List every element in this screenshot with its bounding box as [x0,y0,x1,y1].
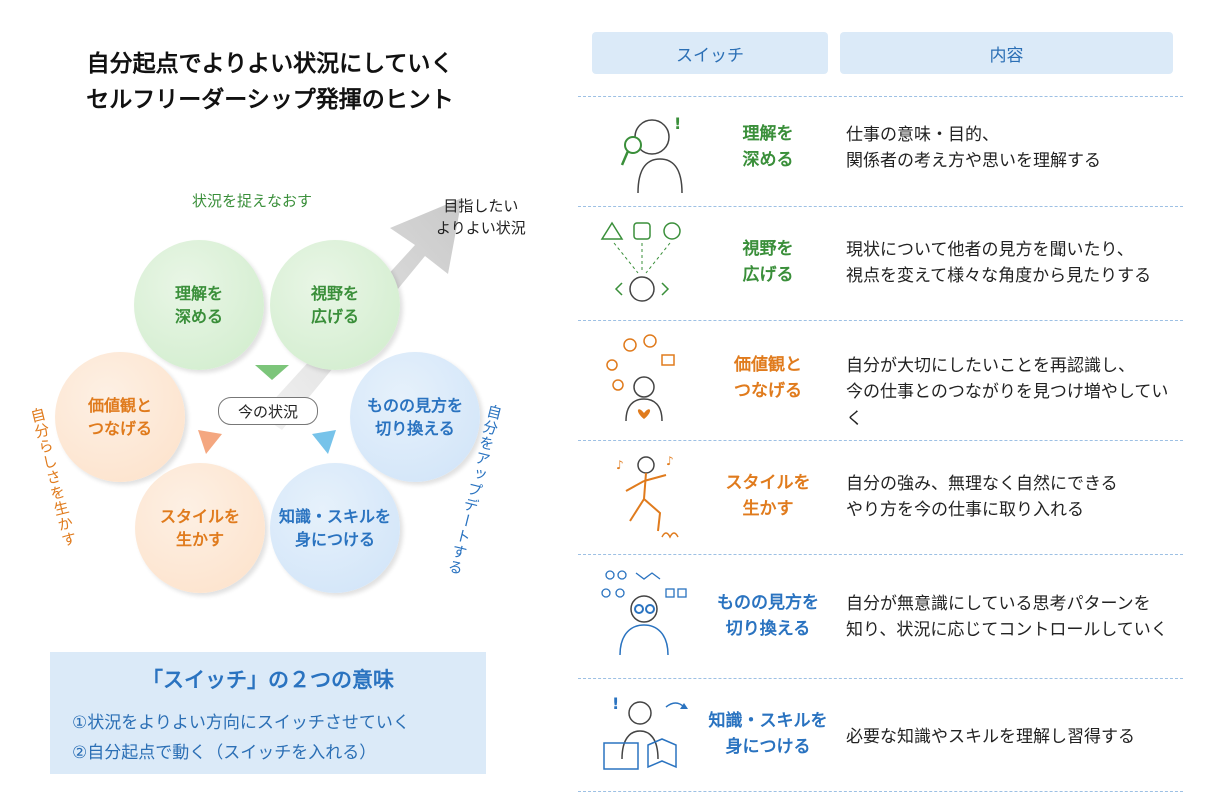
triangle-green-icon [255,365,289,380]
triangle-orange-icon [198,430,222,454]
table-header-content: 内容 [840,32,1173,74]
page-title-line1: 自分起点でよりよい状況にしていく [86,51,454,77]
row-content-text: 現状について他者の見方を聞いたり、 視点を変えて様々な角度から見たりする [846,240,1152,287]
circle-connect-values: 価値観と つなげる [55,352,185,482]
table-row: 価値観と つなげる 自分が大切にしたいことを再認識し、 今の仕事とのつながりを見… [578,320,1183,441]
current-situation-label: 今の状況 [218,397,318,425]
switch-meaning-box: 「スイッチ」の２つの意味 ①状況をよりよい方向にスイッチさせていく ②自分起点で… [50,652,486,774]
row-switch-label: ものの見方を 切り換える [717,593,819,639]
multiple-viewpoints-icon [600,221,681,302]
circle-deepen-understanding: 理解を 深める [134,240,264,370]
circle-use-style: スタイルを 生かす [135,463,265,593]
reframe-label: 状況を捉えなおす [192,192,313,210]
circle-broaden-view: 視野を 広げる [270,240,400,370]
magnifier-thinking-person-icon: ! [620,114,683,194]
meaning-item-1: ①状況をよりよい方向にスイッチさせていく [72,713,410,733]
table-header-switch: スイッチ [592,32,828,74]
meaning-box-title: 「スイッチ」の２つの意味 [142,668,394,692]
glasses-switch-person-icon [601,570,687,656]
svg-text:!: ! [674,114,681,133]
meaning-item-2: ②自分起点で動く（スイッチを入れる） [72,743,377,763]
table-row: ! 知識・スキルを 身につける 必要な知識やスキルを理解し習得する [578,678,1183,792]
table-row: ものの見方を 切り換える 自分が無意識にしている思考パターンを 知り、状況に応じ… [578,554,1183,679]
triangle-blue-icon [312,430,336,454]
row-content-text: 自分の強み、無理なく自然にできる やり方を今の仕事に取り入れる [846,474,1118,521]
dancing-person-icon: ♪ ♪ [616,454,679,539]
row-switch-label: 価値観と つなげる [734,355,802,401]
svg-text:♪: ♪ [616,458,624,472]
row-content-text: 必要な知識やスキルを理解し習得する [846,727,1135,747]
page-title-line2: セルフリーダーシップ発揮のヒント [86,87,454,113]
row-content-text: 自分が大切にしたいことを再認識し、 今の仕事とのつながりを見つけ増やしていく [846,356,1169,429]
svg-text:!: ! [612,694,619,713]
row-content-text: 自分が無意識にしている思考パターンを 知り、状況に応じてコントロールしていく [846,594,1168,641]
row-content-text: 仕事の意味・目的、 関係者の考え方や思いを理解する [846,125,1101,172]
table-row: ! 理解を 深める 仕事の意味・目的、 関係者の考え方や思いを理解する [578,96,1183,207]
row-switch-label: 視野を 広げる [742,239,794,285]
table-row: ♪ ♪ スタイルを 生かす 自分の強み、無理なく自然にできる やり方を今の仕事に… [578,440,1183,555]
row-switch-label: スタイルを 生かす [725,473,811,519]
goal-label: 目指したい よりよい状況 [436,197,526,237]
row-switch-label: 知識・スキルを 身につける [708,711,828,757]
circle-gain-knowledge: 知識・スキルを 身につける [270,463,400,593]
row-switch-label: 理解を 深める [742,124,794,170]
values-heart-person-icon [606,334,675,422]
svg-text:♪: ♪ [666,454,674,468]
circle-switch-perspective: ものの見方を 切り換える [350,352,480,482]
table-row: 視野を 広げる 現状について他者の見方を聞いたり、 視点を変えて様々な角度から見… [578,206,1183,321]
studying-person-icon: ! [603,694,688,770]
